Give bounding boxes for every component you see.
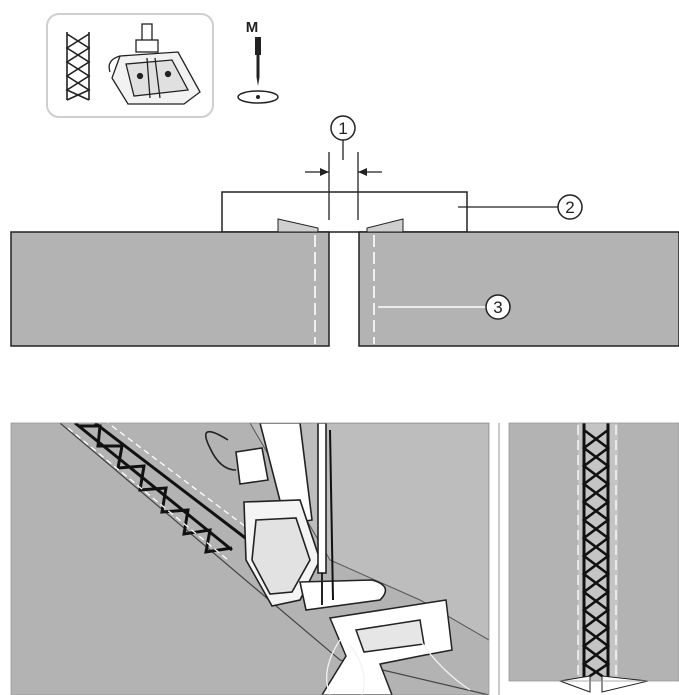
callout-2-label: 2 <box>565 198 574 217</box>
left-fold <box>277 218 319 233</box>
scene-needle-plate <box>321 599 453 695</box>
callout-3-label: 3 <box>493 298 502 317</box>
triple-zigzag-stitch-icon <box>65 32 91 101</box>
right-fold <box>366 218 404 233</box>
scene-presser-foot <box>205 423 387 611</box>
callout-1: 1 <box>330 115 356 160</box>
finished-seam <box>508 422 679 693</box>
callout-2: 2 <box>458 194 583 220</box>
settings-panel: M <box>46 13 279 118</box>
callout-3: 3 <box>378 294 511 320</box>
sewing-scene <box>10 422 490 695</box>
callout-1-label: 1 <box>338 119 347 138</box>
presser-foot-icon <box>108 23 201 105</box>
needle-icon: M <box>237 19 279 104</box>
left-fabric-piece <box>10 231 330 347</box>
finished-zigzag-stitch <box>581 428 611 682</box>
right-fabric-piece <box>358 231 679 347</box>
needle-type-label: M <box>246 19 259 36</box>
interfacing-strip <box>221 191 468 233</box>
scene-zigzag-stitch <box>74 423 249 554</box>
seam-diagram: 1 2 3 <box>10 115 679 347</box>
